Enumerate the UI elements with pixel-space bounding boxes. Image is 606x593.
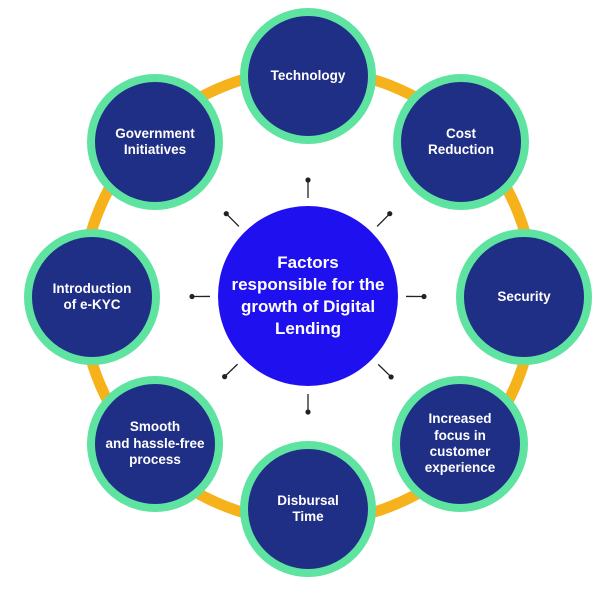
node-circle-cost-reduction (393, 74, 529, 210)
connector-dot-cost-reduction (387, 211, 393, 217)
center-label: Factors responsible for the growth of Di… (231, 252, 385, 339)
connector-line-cost-reduction (376, 213, 391, 227)
connector-dot-government-initiatives (223, 211, 229, 217)
node-circle-disbursal-time (240, 441, 376, 577)
node-label-e-kyc: Introduction of e-KYC (52, 280, 132, 312)
connector-dot-customer-experience (388, 374, 394, 380)
node-circle-security (456, 229, 592, 365)
connector-dot-technology (305, 177, 311, 183)
connector-line-smooth-process (224, 363, 239, 378)
node-circle-technology (240, 8, 376, 144)
connector-line-customer-experience (377, 363, 392, 378)
node-circle-smooth-process (87, 376, 223, 512)
connector-dot-smooth-process (222, 374, 228, 380)
node-label-customer-experience: Increased focus in customer experience (424, 411, 496, 476)
connector-line-government-initiatives (225, 213, 240, 227)
node-circle-government-initiatives (87, 74, 223, 210)
node-label-smooth-process: Smooth and hassle-free process (105, 419, 205, 468)
connector-dot-security (421, 293, 427, 300)
node-circle-customer-experience (392, 376, 528, 512)
node-label-disbursal-time: Disbursal Time (277, 492, 339, 524)
node-label-technology: Technology (270, 67, 346, 83)
connector-dot-e-kyc (189, 293, 195, 300)
node-label-government-initiatives: Government Initiatives (115, 125, 195, 157)
connector-dot-disbursal-time (305, 409, 311, 415)
node-circle-e-kyc (24, 229, 160, 365)
center-circle (218, 206, 398, 386)
node-label-cost-reduction: Cost Reduction (428, 125, 494, 157)
node-label-security: Security (497, 288, 551, 304)
